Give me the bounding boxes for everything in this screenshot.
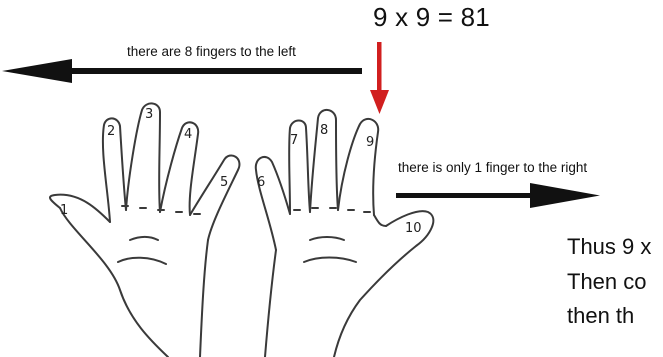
finger-number-10: 10 (405, 221, 422, 236)
finger-number-9: 9 (366, 135, 374, 150)
pointer-arrow (370, 42, 389, 114)
finger-number-6: 6 (257, 175, 265, 190)
right-arrow (396, 183, 600, 208)
finger-number-1: 1 (60, 203, 68, 218)
finger-number-8: 8 (320, 123, 328, 138)
finger-numbers: 1 2 3 4 5 6 7 8 9 10 (60, 107, 422, 236)
finger-number-4: 4 (184, 127, 192, 142)
finger-number-2: 2 (107, 124, 115, 139)
finger-number-7: 7 (290, 133, 298, 148)
left-hand-sketch (50, 103, 239, 357)
finger-number-5: 5 (220, 175, 228, 190)
left-arrow (2, 59, 362, 83)
finger-number-3: 3 (145, 107, 153, 122)
